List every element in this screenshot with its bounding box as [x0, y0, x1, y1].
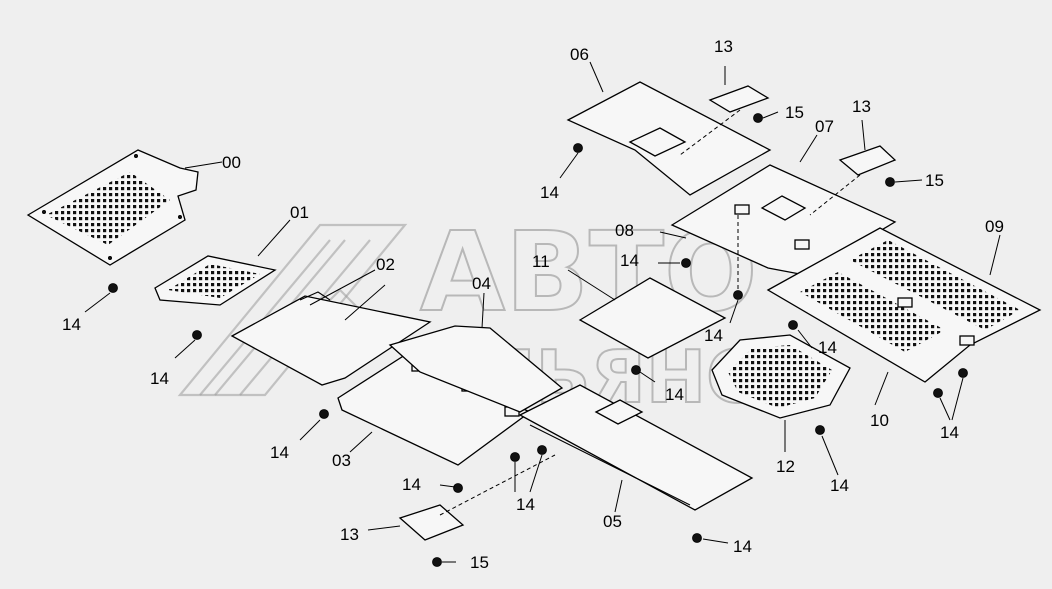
label-10: 10 [870, 411, 889, 430]
label-06: 06 [570, 45, 589, 64]
label-13-left: 13 [340, 525, 359, 544]
label-15-left: 15 [470, 553, 489, 572]
label-14-e: 14 [516, 495, 535, 514]
assembly-lines [439, 109, 861, 516]
label-14-k: 14 [818, 338, 837, 357]
plate-09 [766, 227, 1042, 383]
label-15-right: 15 [925, 171, 944, 190]
label-04: 04 [472, 274, 491, 293]
label-14-m: 14 [940, 423, 959, 442]
label-14-b: 14 [150, 369, 169, 388]
label-13-top: 13 [714, 37, 733, 56]
label-12: 12 [776, 457, 795, 476]
label-15-top: 15 [785, 103, 804, 122]
plate-00 [26, 149, 199, 266]
bracket-13-right [838, 145, 897, 176]
plate-02 [230, 291, 432, 386]
label-14-h: 14 [620, 251, 639, 270]
label-02: 02 [376, 255, 395, 274]
plate-11 [578, 277, 727, 359]
label-05: 05 [603, 512, 622, 531]
label-01: 01 [290, 203, 309, 222]
label-03: 03 [332, 451, 351, 470]
label-14-d: 14 [402, 475, 421, 494]
bracket-13-top [708, 85, 770, 113]
label-14-j: 14 [665, 385, 684, 404]
leader-lines [84, 61, 1001, 563]
plate-04 [388, 325, 564, 413]
label-08: 08 [615, 221, 634, 240]
label-00: 00 [222, 153, 241, 172]
label-14-i: 14 [704, 326, 723, 345]
label-13-right: 13 [852, 97, 871, 116]
part-labels: 00 01 02 03 04 05 06 07 08 09 10 11 12 1… [62, 37, 1004, 572]
label-11: 11 [532, 252, 550, 271]
bracket-13-left [398, 504, 465, 541]
label-14-a: 14 [62, 315, 81, 334]
plate-12 [711, 334, 851, 419]
label-14-g: 14 [540, 183, 559, 202]
plate-05 [518, 384, 754, 511]
plate-01 [154, 255, 277, 306]
label-14-c: 14 [270, 443, 289, 462]
label-07: 07 [815, 117, 834, 136]
plate-06 [566, 81, 772, 196]
bolts [108, 113, 968, 567]
label-14-f: 14 [733, 537, 752, 556]
label-09: 09 [985, 217, 1004, 236]
label-14-l: 14 [830, 476, 849, 495]
